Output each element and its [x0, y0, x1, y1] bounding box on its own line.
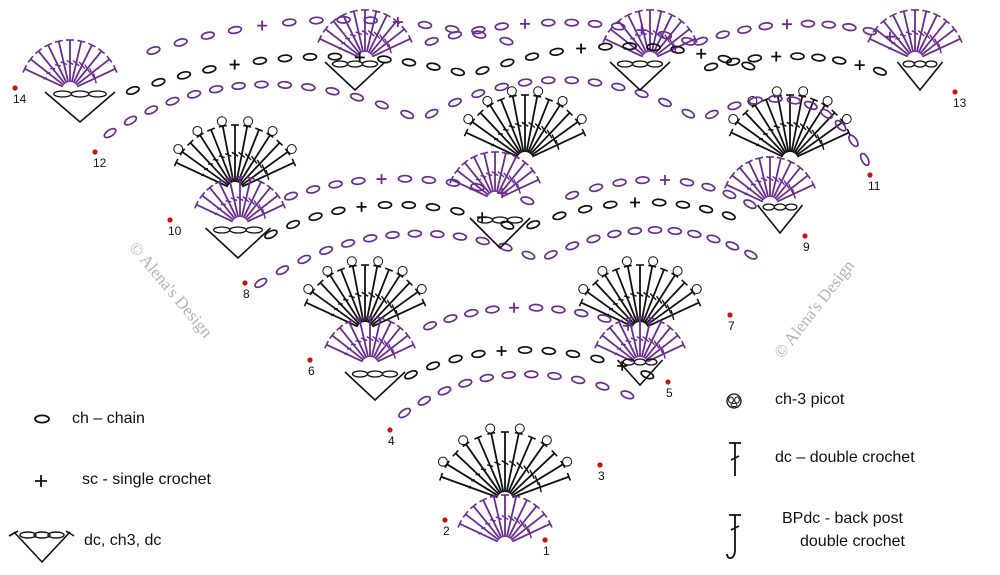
v-stitch-0 [44, 90, 116, 124]
v-stitch-4 [204, 226, 272, 260]
v-stitch-6 [756, 203, 804, 235]
row-marker-dot [12, 85, 18, 91]
row-number: 10 [168, 224, 182, 238]
row-number: 7 [728, 319, 735, 333]
row-number: 13 [953, 96, 967, 110]
picot-icon [726, 393, 742, 409]
fan-top-3 [867, 9, 963, 58]
legend-chain: ch – chain [72, 410, 145, 427]
fan-mid-1 [449, 151, 541, 198]
legend-single-crochet: sc - single crochet [82, 471, 211, 488]
chain-row13-a [125, 52, 466, 96]
chain-row8 [254, 229, 536, 289]
row-number: 14 [13, 92, 27, 106]
fan-mid-2 [724, 156, 816, 203]
row-number: 6 [308, 364, 315, 378]
row-number: 9 [803, 240, 810, 254]
chain-row14-c [693, 19, 895, 46]
chain-row12-b [424, 76, 696, 119]
v-stitch-3 [896, 60, 944, 92]
back-post-double-crochet-icon [726, 514, 741, 559]
fan-lower-1 [578, 256, 702, 328]
chain-row10-b [565, 175, 757, 210]
fan-upper-2 [728, 86, 852, 158]
chain-row10-a [283, 174, 535, 206]
v-stitch-5 [469, 216, 531, 250]
row-marker-dot [542, 537, 548, 543]
v-stitch-7 [344, 370, 406, 402]
v-stitch-1 [324, 60, 386, 92]
chain-row14-a [146, 15, 514, 55]
v-stitch-icon [8, 530, 75, 564]
legend-v-stitch: dc, ch3, dc [84, 532, 162, 549]
fan-top-0 [22, 39, 118, 88]
row-number: 2 [443, 524, 450, 538]
row-marker-dot [727, 312, 733, 318]
fan-low-1 [594, 316, 686, 363]
chain-row11 [704, 94, 870, 167]
fan-top-1 [317, 9, 413, 58]
fan-low-0 [324, 316, 416, 363]
row-marker-dot [307, 357, 313, 363]
fan-mid-0 [194, 176, 286, 223]
chain-row6 [423, 302, 634, 331]
row-marker-dot [952, 89, 958, 95]
row-marker-dot [442, 517, 448, 523]
row-number: 11 [868, 179, 881, 193]
legend-bpdc-line2: double crochet [800, 533, 905, 550]
chain-row7 [543, 225, 758, 260]
row-marker-dot [167, 217, 173, 223]
chain-row5 [404, 345, 655, 380]
chain-row13-c [703, 51, 888, 76]
row-marker-dot [802, 233, 808, 239]
fan-bottom-black [437, 423, 573, 499]
row-marker-dot [665, 379, 671, 385]
fan-upper-0 [173, 116, 297, 188]
chain-row9-b [526, 197, 736, 230]
row-marker-dot [92, 149, 98, 155]
v-stitch-8 [616, 358, 664, 387]
fan-upper-1 [463, 86, 587, 158]
chain-row12-a [103, 80, 415, 139]
fan-bottom-purple [457, 494, 553, 543]
fan-lower-0 [303, 256, 427, 328]
chain-icon [34, 414, 50, 424]
row-number: 1 [543, 544, 550, 558]
chain-row9-a [264, 200, 515, 240]
single-crochet-icon [35, 475, 47, 487]
row-marker-dot [242, 280, 248, 286]
double-crochet-icon [729, 442, 741, 476]
chain-row13-b [475, 42, 756, 76]
chain-row4 [398, 370, 635, 419]
legend-double-crochet: dc – double crochet [775, 449, 915, 466]
row-number: 8 [243, 287, 250, 301]
row-number: 5 [666, 386, 673, 400]
row-marker-dot [597, 462, 603, 468]
v-stitch-2 [609, 60, 671, 92]
legend-bpdc-line1: BPdc - back post [782, 510, 903, 527]
row-marker-dot [867, 172, 873, 178]
row-number: 3 [598, 469, 605, 483]
row-marker-dot [387, 427, 393, 433]
legend-picot: ch-3 picot [775, 391, 845, 408]
row-number: 12 [93, 156, 107, 170]
row-number: 4 [388, 434, 395, 448]
